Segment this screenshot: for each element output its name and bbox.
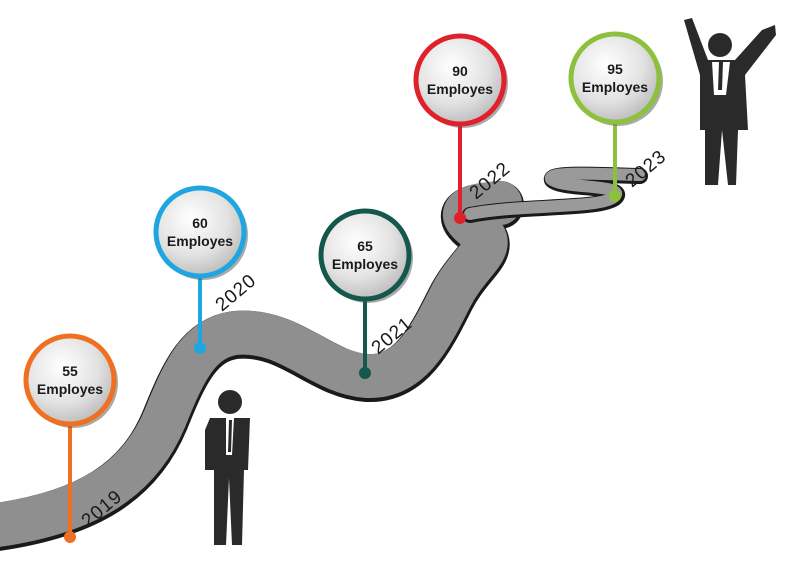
employee-label: Employes	[582, 79, 648, 95]
pin-dot	[454, 212, 466, 224]
employee-count: 95	[607, 61, 623, 77]
pin-dot	[194, 342, 206, 354]
pin-dot	[609, 190, 621, 202]
standing-businessman-icon	[205, 390, 250, 545]
employee-label: Employes	[427, 81, 493, 97]
pin-circle	[413, 33, 507, 127]
employee-label: Employes	[167, 233, 233, 249]
pin-dot	[359, 367, 371, 379]
employee-label: Employes	[332, 256, 398, 272]
year-label: 2023	[622, 146, 671, 192]
road	[0, 166, 648, 551]
employee-count: 65	[357, 238, 373, 254]
pin-circle	[318, 208, 412, 302]
cheering-businessman-icon	[684, 18, 776, 185]
employee-count: 60	[192, 215, 208, 231]
pin-circle	[153, 185, 247, 279]
pin-circle	[568, 31, 662, 125]
employee-count: 90	[452, 63, 468, 79]
pin-dot	[64, 531, 76, 543]
pin-circle	[23, 333, 117, 427]
employee-count: 55	[62, 363, 78, 379]
employee-label: Employes	[37, 381, 103, 397]
